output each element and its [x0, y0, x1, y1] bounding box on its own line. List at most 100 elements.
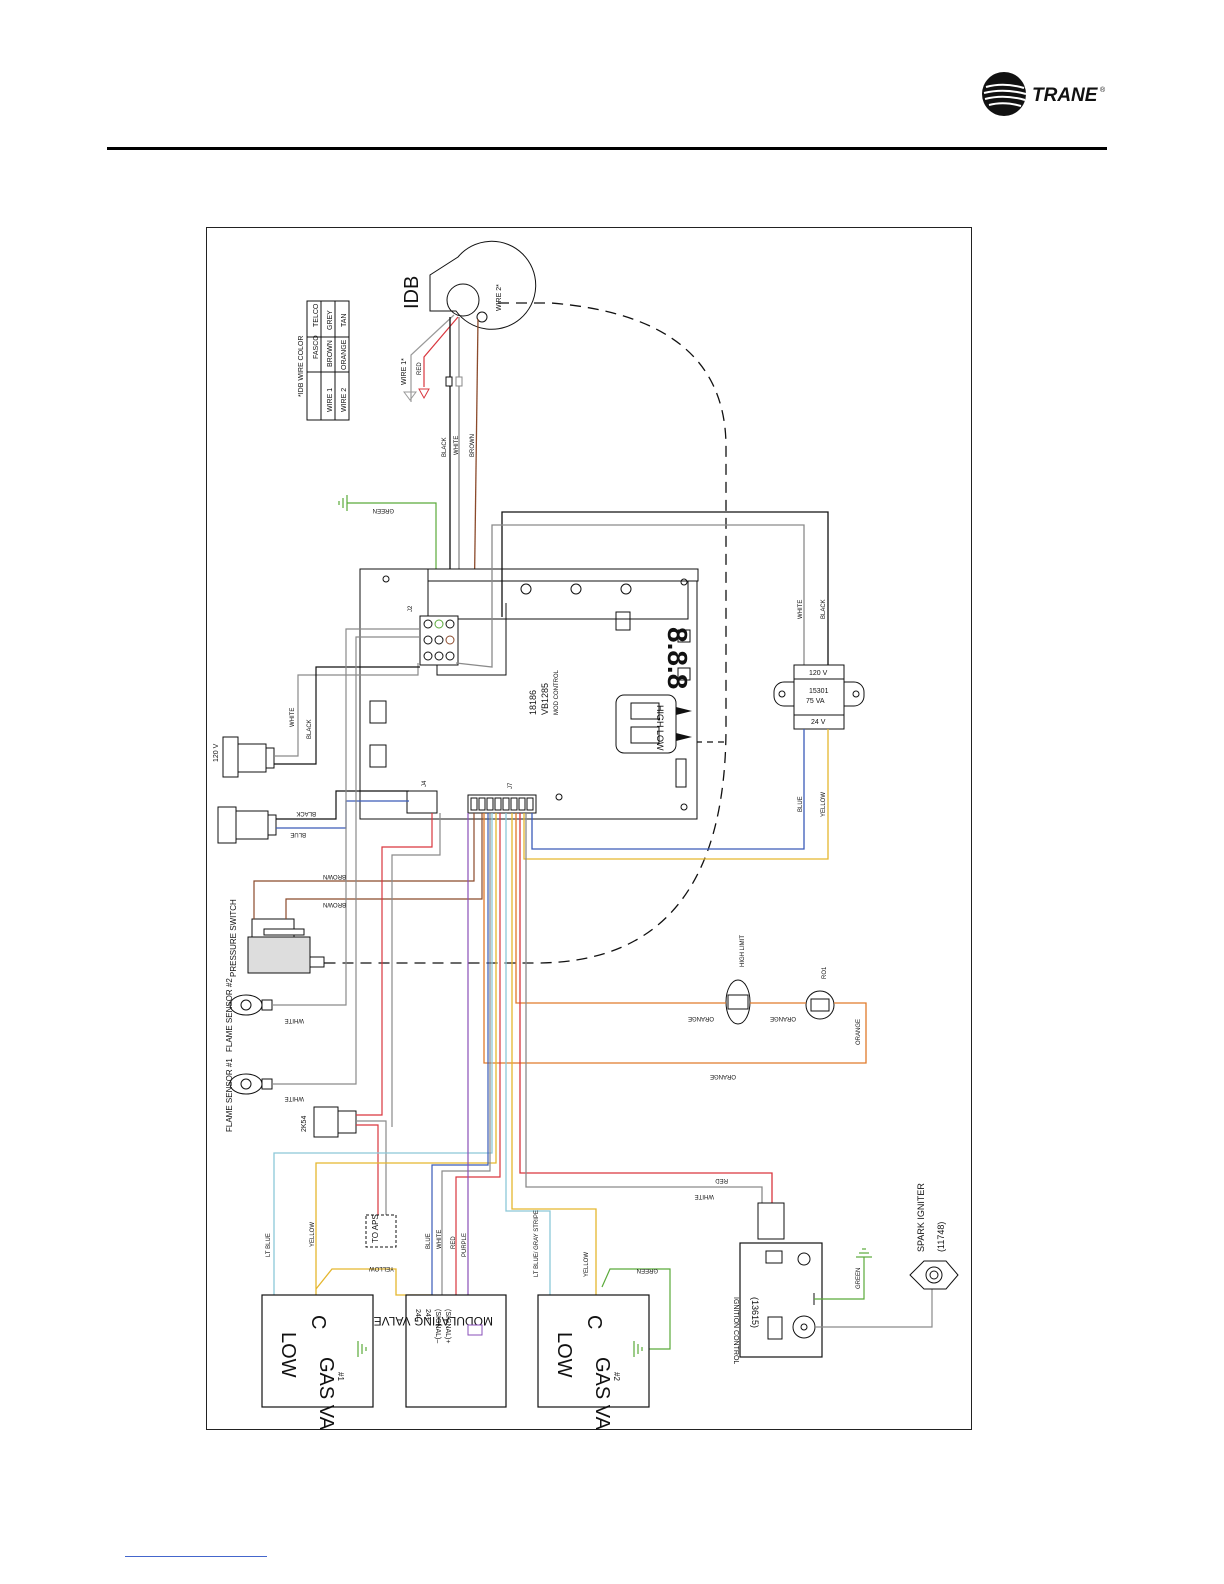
wire-table-row2-fasco: ORANGE	[341, 339, 348, 370]
xfmr-120-label: 120 V	[809, 670, 828, 677]
gas-valve-1: LOW C GAS VALVE #1	[261, 1294, 374, 1430]
wire1-label: WIRE 1*	[401, 358, 408, 385]
gv1-to-mod-yellow-wire	[315, 1268, 432, 1296]
mod-pin-signal-neg: (SIGNAL)–	[434, 1309, 441, 1343]
idb-white-plug	[455, 376, 463, 387]
board-model-label: VB1285	[540, 683, 550, 715]
spark-wire	[815, 1289, 933, 1328]
gv2-yellow-wire	[511, 813, 597, 1295]
ign-green-wire	[814, 1257, 865, 1300]
wire-color-table: *IDB WIRE COLOR FASCO TELCO WIRE 1 BROWN…	[298, 300, 350, 421]
flame-sensor-2: FLAME SENSOR #2	[225, 978, 273, 1052]
power-black-wire	[274, 666, 420, 765]
mod-pin-24-neg: 24–	[414, 1309, 421, 1321]
xfmr-black-label: BLACK	[821, 599, 827, 619]
ign-ground-icon	[856, 1248, 872, 1258]
ps-brown-wire-2	[285, 813, 483, 919]
power-120v-label: 120 V	[213, 743, 220, 762]
j4-label: J4	[422, 780, 428, 787]
connector-2k54: 2K54	[301, 1106, 357, 1138]
idb-brown-label: BROWN	[470, 434, 476, 457]
mod-blue-label: BLUE	[426, 1233, 432, 1249]
xfmr-part-label: 15301	[809, 688, 829, 695]
mod-pin-24-pos: 24+	[424, 1309, 431, 1321]
brand-name: TRANE	[1032, 85, 1099, 106]
ro1-switch: RO1	[805, 966, 835, 1020]
gv2-title: GAS VALVE	[591, 1357, 613, 1430]
j4-black-label: BLACK	[296, 810, 316, 816]
xfmr-blue-wire	[531, 729, 805, 850]
footer-link-underline[interactable]	[125, 1556, 267, 1557]
wire-table-header-telco: TELCO	[313, 303, 320, 327]
mod-valve-title: MODULATING VALVE	[374, 1314, 493, 1328]
wiring-diagram: *IDB WIRE COLOR FASCO TELCO WIRE 1 BROWN…	[213, 240, 959, 1430]
ps-brown-label-1: BROWN	[323, 873, 346, 879]
gv2-low-label: LOW	[553, 1332, 575, 1378]
board-desc-label: MOD CONTROL	[554, 669, 560, 715]
spark-igniter-part: (11748)	[936, 1222, 946, 1252]
ign-white-wire	[525, 813, 763, 1203]
hl-orange-label-3: ORANGE	[856, 1019, 862, 1045]
ign-control-part: (13615)	[750, 1297, 760, 1328]
modulating-valve: 24– 24+ (SIGNAL)– (SIGNAL)+ MODULATING V…	[374, 1294, 507, 1408]
power-white-wire	[274, 663, 419, 757]
gv2-ground-icon	[633, 1341, 643, 1357]
mod-blue-wire	[431, 813, 489, 1295]
power-white-label: WHITE	[290, 708, 296, 727]
pressure-switch: PRESSURE SWITCH	[229, 899, 325, 977]
flame-sensor-1-label: FLAME SENSOR #1	[225, 1058, 234, 1132]
2k54-red-wire	[356, 813, 433, 1116]
hl-orange-label-2: ORANGE	[770, 1015, 796, 1021]
j4-white-wire	[391, 813, 441, 1127]
mod-red-label: RED	[451, 1236, 457, 1249]
gv1-ltblue-label: LT BLUE	[266, 1233, 272, 1257]
xfmr-white-label: WHITE	[798, 600, 804, 619]
ps-brown-label-2: BROWN	[323, 901, 346, 907]
xfmr-yellow-wire	[523, 729, 829, 860]
fs2-white-label: WHITE	[285, 1017, 304, 1023]
fs2-white-wire	[272, 628, 420, 1006]
wire-table-row2-telco: TAN	[341, 314, 348, 327]
ps-brown-wire-1	[253, 813, 475, 919]
gv1-yellow-label: YELLOW	[310, 1222, 316, 1247]
ignition-control: IGNITION CONTROL (13615)	[732, 1202, 823, 1364]
wire1-terminal	[403, 391, 417, 401]
power-plug-120v: 120 V	[213, 736, 275, 778]
ign-control-label: IGNITION CONTROL	[732, 1297, 739, 1364]
ro1-label: RO1	[822, 966, 828, 979]
mod-white-label: WHITE	[437, 1230, 443, 1249]
hl-orange-label-4: ORANGE	[710, 1073, 736, 1079]
j4-blue-label: BLUE	[290, 831, 306, 837]
hl-orange-label-1: ORANGE	[688, 1015, 714, 1021]
xfmr-24-label: 24 V	[811, 719, 826, 726]
fs1-white-wire	[272, 636, 420, 1085]
ground-green-label: GREEN	[373, 507, 394, 513]
pressure-tube-line	[316, 302, 727, 964]
high-limit-switch: HIGH LIMIT	[725, 935, 751, 1025]
idb-blower: IDB WIRE 2*	[401, 240, 537, 330]
to-aps-label: TO APS	[371, 1214, 380, 1243]
mod-pin-signal-pos: (SIGNAL)+	[444, 1309, 451, 1343]
wire-table-row1-fasco: BROWN	[327, 340, 334, 367]
gv1-yellow-wire	[315, 813, 497, 1295]
j4-plug	[217, 806, 277, 844]
low-port-label: LOW	[655, 730, 665, 751]
xfmr-black-wire	[501, 511, 829, 667]
high-port-label: HIGH	[655, 705, 665, 728]
pressure-switch-label: PRESSURE SWITCH	[229, 899, 238, 977]
gv2-ltblue-label: LT BLUE/ GRAY STRIPE	[534, 1210, 540, 1277]
flame-sensor-1: FLAME SENSOR #1	[225, 1058, 273, 1132]
xfmr-white-wire	[455, 524, 805, 668]
gv1-ground-icon	[357, 1341, 367, 1357]
ign-green-label: GREEN	[856, 1268, 862, 1289]
board-part-label: 18186	[528, 690, 538, 715]
2k54-aps-wire-2	[356, 1120, 387, 1217]
gv2-green-wire	[601, 1268, 671, 1350]
ign-red-wire	[519, 813, 773, 1203]
flame-sensor-2-label: FLAME SENSOR #2	[225, 978, 234, 1052]
idb-black-label: BLACK	[442, 437, 448, 457]
gv1-ltblue-wire	[273, 813, 493, 1295]
diagram-frame	[206, 227, 972, 1430]
fs1-white-label: WHITE	[285, 1095, 304, 1101]
wire-table-row1-telco: GREY	[327, 310, 334, 330]
